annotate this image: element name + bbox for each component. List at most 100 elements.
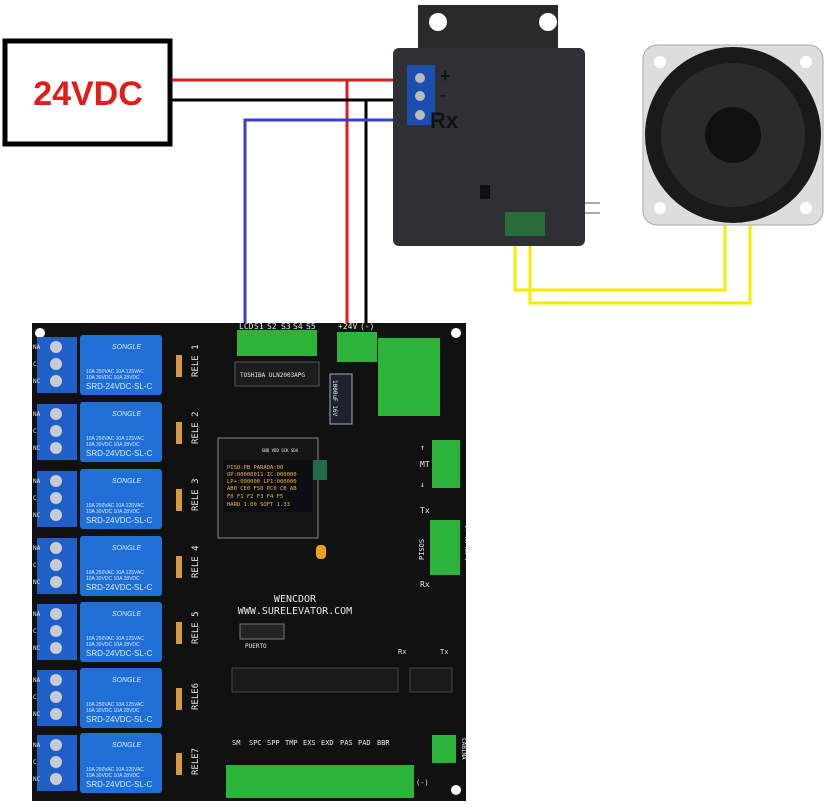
screw [50, 576, 62, 588]
ic-label: TOSHIBA ULN2003APG [240, 372, 305, 379]
input-label: SPP [267, 739, 280, 747]
relay-label: RELE 4 [191, 545, 201, 578]
motor-up-label: ↑ [420, 443, 425, 452]
relay-label: RELE 1 [191, 344, 201, 377]
relay-contact-label: C [33, 628, 37, 635]
input-label: SPC [249, 739, 262, 747]
relay-body [80, 733, 162, 793]
pisos-terminal [430, 520, 460, 575]
input-label: EXS [303, 739, 316, 747]
resistor [176, 556, 182, 578]
relay-contact-label: C [33, 562, 37, 569]
oled-line: AB0 CE0 FS0 PC0 CB AB [227, 486, 297, 492]
screw [50, 642, 62, 654]
terminal-label: S3 [281, 322, 291, 331]
relay-brand: SONGLE [112, 411, 142, 418]
relay-label: RELE 3 [191, 478, 201, 511]
input-label: PAD [358, 739, 371, 747]
screw [50, 674, 62, 686]
tx-label: Tx [420, 506, 430, 515]
wire-blue [243, 118, 412, 332]
relay-rating: 10A 250VAC 10A 125VAC [86, 767, 144, 773]
speaker-terminal [505, 212, 545, 236]
relay-rating: 10A 250VAC 10A 125VAC [86, 570, 144, 576]
relay-model: SRD-24VDC-SL-C [86, 516, 152, 525]
screw [50, 442, 62, 454]
relay-contact-label: C [33, 694, 37, 701]
relay-contact-label: C [33, 759, 37, 766]
relay-contact-label: NA [33, 344, 41, 351]
oled-line: LP+:000000 LP1:000000 [227, 479, 297, 485]
relay-contact-label: NC [33, 512, 41, 519]
relay-contact-label: C [33, 361, 37, 368]
module-rx-label: Rx [430, 108, 459, 133]
relay-rating: 10A 250VAC 10A 125VAC [86, 702, 144, 708]
resistor [176, 355, 182, 377]
pisos-label: PISOS [418, 539, 426, 560]
relay-model: SRD-24VDC-SL-C [86, 715, 152, 724]
relay-contact-label: NC [33, 378, 41, 385]
oled-line: F0 F1 F2 F3 F4 F5 [227, 494, 283, 500]
relay-contact-label: NC [33, 711, 41, 718]
cabina-label: CABINA [460, 738, 467, 760]
screw [50, 375, 62, 387]
motor-label: MT [420, 460, 430, 469]
relay-brand: SONGLE [112, 742, 142, 749]
relay-label: RELE 2 [191, 411, 201, 444]
screw [50, 542, 62, 554]
oled-line: PISO:PB PARADA:00 [227, 465, 283, 471]
relay-contact-label: NA [33, 545, 41, 552]
relay-rating: 10A 250VAC 10A 125VAC [86, 636, 144, 642]
module-plus-label: + [440, 66, 451, 86]
relay-brand: SONGLE [112, 545, 142, 552]
screw [50, 492, 62, 504]
relay-contact-label: NA [33, 677, 41, 684]
relay-model: SRD-24VDC-SL-C [86, 649, 152, 658]
input-label: PAS [340, 739, 353, 747]
relay-body [80, 668, 162, 728]
relay-brand: SONGLE [112, 478, 142, 485]
relay-bank: NA C NC SONGLE 10A 250VAC 10A 125VAC 10A 30VD… [33, 335, 201, 793]
rx-label: Rx [420, 580, 430, 589]
screw [50, 559, 62, 571]
inputs-terminal-block [226, 765, 414, 798]
pisos-pins: V+ TX RX V- [463, 525, 470, 565]
resistor [176, 688, 182, 710]
power-supply-box: 24VDC [2, 38, 173, 147]
port-label: PUERTO [245, 643, 267, 650]
relay-label: RELE6 [191, 683, 201, 710]
screw [50, 756, 62, 768]
resistor [176, 422, 182, 444]
terminal-label: S4 [293, 322, 303, 331]
screw [50, 608, 62, 620]
lcd-sensor-terminal [237, 330, 317, 356]
screw [50, 739, 62, 751]
motor-down-label: ↓ [420, 480, 425, 489]
relay-brand: SONGLE [112, 677, 142, 684]
terminal-label: S1 [254, 322, 264, 331]
wire-yellow-1 [513, 225, 727, 292]
terminal-label: S2 [267, 322, 277, 331]
capacitor-label: 1000uF 16V [331, 380, 338, 417]
screw [50, 358, 62, 370]
power-supply-label: 24VDC [33, 75, 143, 113]
resistor [176, 489, 182, 511]
relay-body [80, 335, 162, 395]
relay-model: SRD-24VDC-SL-C [86, 780, 152, 789]
relay-contact-label: NA [33, 742, 41, 749]
minus-label: (-) [416, 779, 429, 787]
tx-label-2: Tx [440, 648, 448, 656]
relay-rating: 10A 30VDC 10A 28VDC [86, 375, 140, 381]
screw [50, 425, 62, 437]
screw [50, 625, 62, 637]
screw [50, 509, 62, 521]
oled-pins: GND VDD SCK SDA [262, 448, 299, 453]
module-minus-label: - [440, 87, 445, 104]
power-terminal [337, 332, 377, 362]
relay-contact-label: NA [33, 611, 41, 618]
